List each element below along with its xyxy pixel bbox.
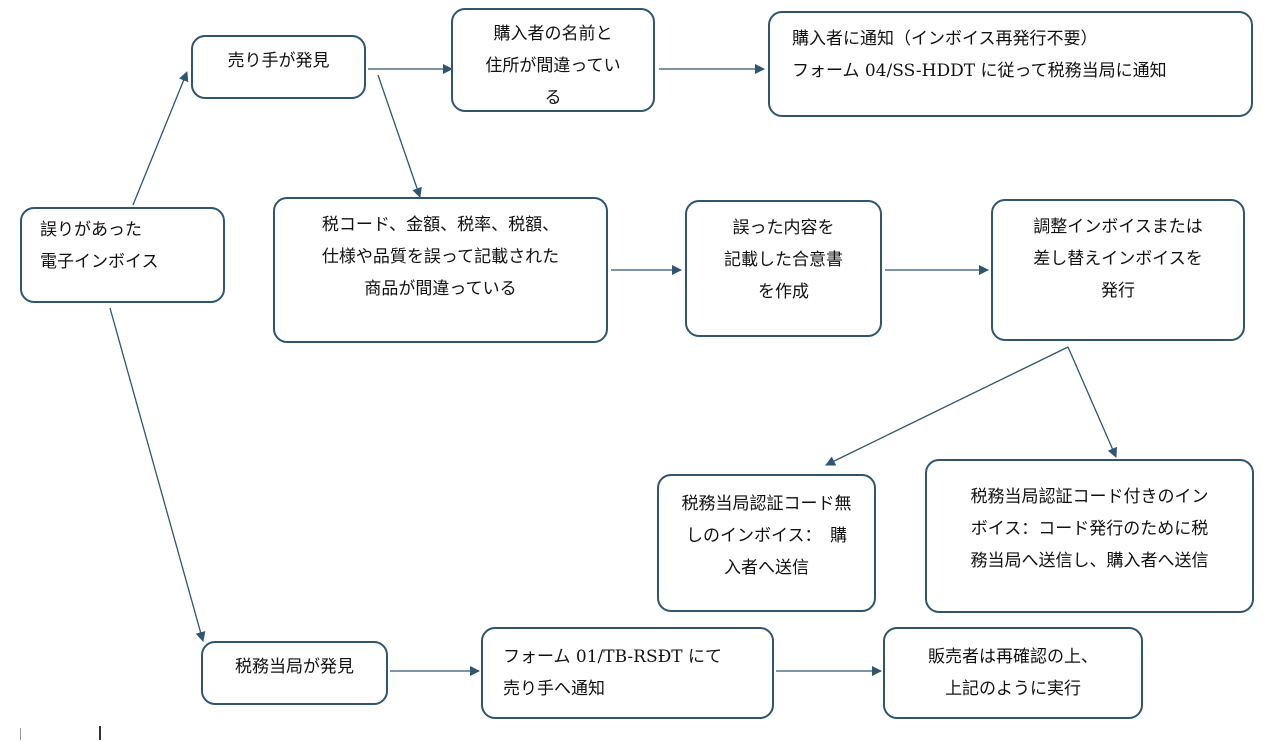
node-text-line: 販売者は再確認の上、	[928, 647, 1098, 667]
node-seller-finds: 売り手が発見	[191, 35, 366, 99]
node-erroneous-einvoice: 誤りがあった 電子インボイス	[20, 207, 225, 303]
node-text-line: ボイス：コード発行のために税	[970, 519, 1209, 539]
node-text-line: 務当局へ送信し、購入者へ送信	[970, 551, 1209, 571]
node-text-line: 上記のように実行	[945, 679, 1081, 699]
node-with-code-invoice: 税務当局認証コード付きのイン ボイス：コード発行のために税 務当局へ送信し、購入…	[925, 459, 1254, 613]
node-text-line: 調整インボイスまたは	[1033, 217, 1203, 237]
node-text-line: る	[544, 88, 562, 108]
page-margin-marker	[20, 728, 21, 740]
node-wrong-name-address: 購入者の名前と 住所が間違ってい る	[451, 8, 655, 112]
node-text-line: を作成	[758, 282, 809, 302]
edge-erroneous-to-tax-authority	[109, 307, 206, 642]
node-text-line: フォーム 04/SS-HDDT に従って税務当局に通知	[792, 61, 1167, 81]
node-text-line: 仕様や品質を誤って記載された	[321, 247, 560, 267]
edge-adjust-to-no-code	[825, 346, 1069, 466]
node-no-code-invoice: 税務当局認証コード無 しのインボイス： 購 入者へ送信	[657, 474, 876, 612]
node-text-line: 税務当局認証コード付きのイン	[970, 487, 1209, 507]
node-text-line: 購入者の名前と	[493, 24, 613, 44]
node-text-line: 記載した合意書	[724, 250, 843, 270]
node-text-line: 発行	[1101, 281, 1135, 301]
node-text-line: 電子インボイス	[40, 252, 159, 272]
node-form-01: フォーム 01/TB-RSĐT にて 売り手へ通知	[481, 627, 774, 719]
node-text-line: 税コード、金額、税率、税額、	[321, 215, 560, 235]
node-text-line: 売り手へ通知	[503, 679, 605, 699]
edge-adjust-to-with-code	[1067, 346, 1117, 458]
node-text-line: 誤りがあった	[40, 220, 142, 240]
node-text-line: 税務当局認証コード無	[681, 494, 852, 514]
node-adjust-invoice: 調整インボイスまたは 差し替えインボイスを 発行	[991, 199, 1245, 341]
node-text-line: 入者へ送信	[724, 558, 809, 578]
node-text-line: 税務当局が発見	[235, 657, 354, 677]
node-tax-authority-finds: 税務当局が発見	[201, 641, 388, 705]
node-wrong-goods: 税コード、金額、税率、税額、 仕様や品質を誤って記載された 商品が間違っている	[273, 197, 608, 343]
edge-seller-finds-to-wrong-goods	[377, 74, 422, 198]
node-text-line: 住所が間違ってい	[485, 56, 621, 76]
text-cursor	[99, 726, 101, 740]
node-text-line: 商品が間違っている	[364, 279, 517, 299]
node-notify-buyer: 購入者に通知（インボイス再発行不要） フォーム 04/SS-HDDT に従って税…	[768, 11, 1253, 117]
node-text-line: しのインボイス： 購	[686, 526, 847, 546]
node-text-line: 誤った内容を	[732, 218, 835, 238]
node-text-line: 差し替えインボイスを	[1033, 249, 1203, 269]
node-seller-reconfirm: 販売者は再確認の上、 上記のように実行	[883, 627, 1143, 719]
node-agreement: 誤った内容を 記載した合意書 を作成	[685, 200, 882, 337]
edge-erroneous-to-seller-finds	[132, 71, 189, 206]
node-text-line: 売り手が発見	[227, 51, 330, 71]
node-text-line: フォーム 01/TB-RSĐT にて	[503, 647, 723, 667]
node-text-line: 購入者に通知（インボイス再発行不要）	[792, 29, 1098, 49]
